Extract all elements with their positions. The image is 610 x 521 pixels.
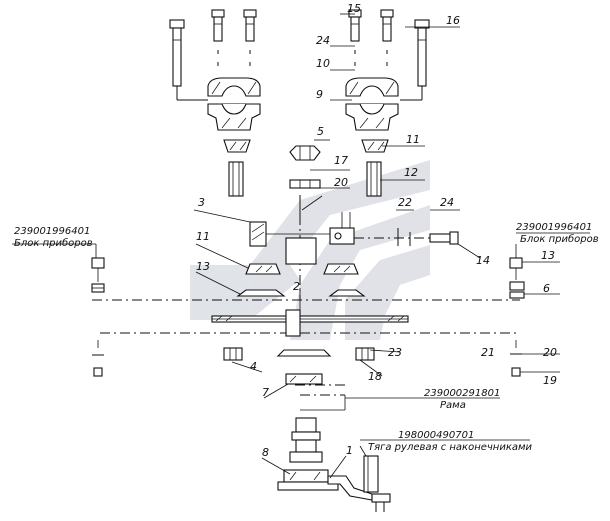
right-block-code: 239001996401 <box>516 222 592 233</box>
watermark-shape <box>290 205 430 340</box>
bolt-left-long <box>169 19 208 101</box>
callout-11-left: 11 <box>196 230 210 243</box>
clamp-base-right <box>345 103 399 131</box>
frame-name: Рама <box>440 400 466 411</box>
callout-11-top: 11 <box>406 133 420 146</box>
bolt-right-1 <box>348 9 362 66</box>
right-side-parts <box>509 257 525 377</box>
callout-10: 10 <box>316 57 330 70</box>
callout-5: 5 <box>317 125 324 138</box>
callout-22: 21 <box>481 346 495 359</box>
callout-19: 18 <box>368 370 382 383</box>
callout-8: 8 <box>262 446 269 459</box>
sleeve-left <box>228 161 244 197</box>
clamp-7 <box>285 373 323 385</box>
callout-26: 20 <box>334 176 348 189</box>
washer-18 <box>289 179 321 189</box>
bushing-left <box>223 139 251 153</box>
callout-18: 17 <box>334 154 348 167</box>
left-block-name: Блок приборов <box>14 237 93 249</box>
bolt-left-2 <box>243 9 257 66</box>
callout-3: 3 <box>198 196 205 209</box>
nut-11-right <box>323 263 359 275</box>
bracket-base <box>276 349 332 357</box>
bolt-right-2 <box>380 9 394 66</box>
left-block-code: 239001996401 <box>14 226 90 237</box>
pin-15 <box>354 228 459 246</box>
callout-15: 14 <box>476 254 490 267</box>
callout-21: 20 <box>543 346 557 359</box>
sleeve-right <box>366 161 382 197</box>
callout-4: 4 <box>250 360 257 373</box>
steering-rod <box>277 417 391 512</box>
bolt-right-long <box>400 19 430 101</box>
centerlines <box>92 195 520 411</box>
bolt-left-1 <box>211 9 225 66</box>
frame-code: 239000291801 <box>424 388 500 399</box>
callout-13: 13 <box>196 260 210 273</box>
callout-6: 6 <box>543 282 550 295</box>
bushing-right <box>361 139 389 153</box>
nut-25 <box>355 347 375 361</box>
rod-name: Тяга рулевая с наконечниками <box>368 442 533 453</box>
left-side-parts <box>91 257 105 377</box>
bracket-3 <box>249 221 330 247</box>
clamp-cap-left <box>207 77 261 97</box>
captions: 239001996401 Блок приборов 239001996401 … <box>14 222 599 453</box>
callout-16: 15 <box>347 2 361 15</box>
callout-17: 16 <box>446 14 460 27</box>
callout-23: 22 <box>398 196 412 209</box>
rod-code: 198000490701 <box>398 430 474 441</box>
callout-7: 7 <box>262 386 269 399</box>
nut-11-left <box>245 263 281 275</box>
callout-24-right: 24 <box>440 196 454 209</box>
callout-1: 1 <box>346 444 353 457</box>
leader-lines <box>12 13 560 479</box>
callout-25: 23 <box>388 346 402 359</box>
washer-13 <box>236 289 366 297</box>
callout-24-top: 24 <box>316 34 330 47</box>
plate-2 <box>211 309 409 337</box>
callout-12: 12 <box>404 166 418 179</box>
lever-12 <box>285 212 355 265</box>
clamp-base-left <box>207 103 261 131</box>
clamp-cap-right <box>345 77 399 97</box>
callout-20: 19 <box>543 374 557 387</box>
callout-labels: 15 16 24 10 9 5 11 17 12 20 3 22 24 11 1… <box>196 2 557 459</box>
callout-9: 9 <box>316 88 323 101</box>
callout-14: 13 <box>541 249 555 262</box>
callout-2: 2 <box>293 280 300 293</box>
nut-4 <box>223 347 243 361</box>
nut-5 <box>289 145 321 161</box>
right-block-name: Блок приборов <box>520 233 599 245</box>
